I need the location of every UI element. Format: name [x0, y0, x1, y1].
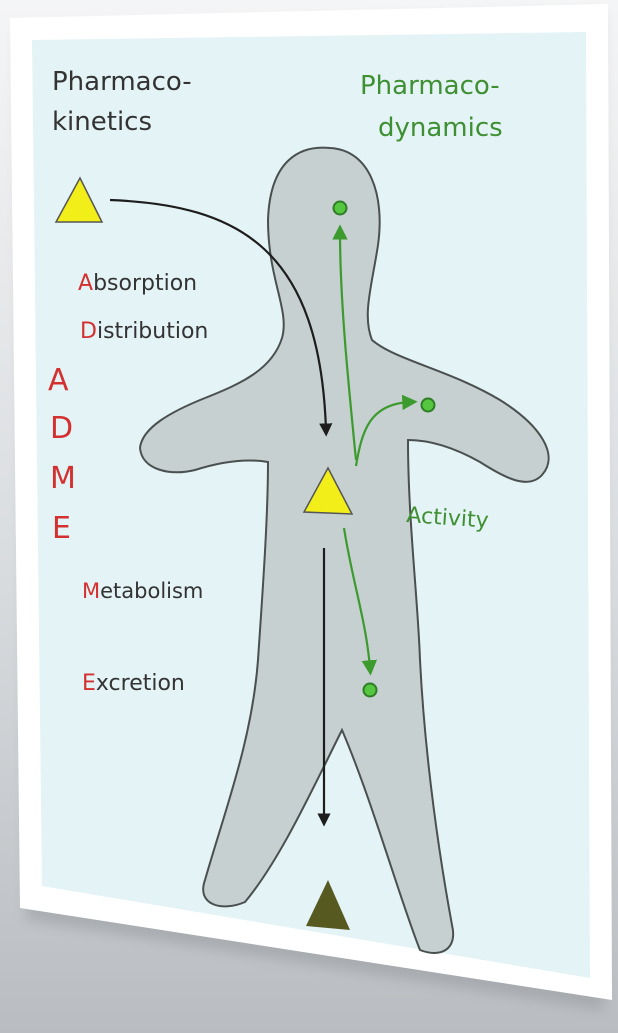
metabolism-rest: etabolism	[100, 579, 203, 603]
absorption-term: Absorption	[78, 271, 197, 296]
excretion-rest: xcretion	[96, 671, 185, 696]
head-receptor-icon	[334, 202, 347, 215]
distribution-term: Distribution	[80, 319, 208, 344]
pharmacokinetics-title-line1: Pharmaco-	[52, 67, 192, 97]
arm-receptor-icon	[422, 399, 435, 412]
absorption-rest: bsorption	[93, 271, 197, 296]
metabolism-initial: M	[82, 579, 100, 603]
pharmacokinetics-title-line2: kinetics	[52, 107, 152, 137]
adme-letter-a: A	[48, 363, 69, 398]
pharmacodynamics-title-line2: dynamics	[378, 113, 503, 143]
distribution-rest: istribution	[97, 319, 208, 344]
metabolism-term: Metabolism	[82, 579, 203, 603]
distribution-initial: D	[80, 319, 97, 344]
adme-letter-d: D	[50, 411, 73, 446]
adme-letter-e: E	[52, 511, 71, 546]
lower-receptor-icon	[364, 684, 377, 697]
excretion-term: Excretion	[82, 671, 185, 696]
adme-letter-m: M	[50, 461, 76, 496]
excretion-initial: E	[82, 671, 96, 696]
absorption-initial: A	[78, 271, 93, 296]
pharmacodynamics-title-line1: Pharmaco-	[360, 71, 500, 101]
